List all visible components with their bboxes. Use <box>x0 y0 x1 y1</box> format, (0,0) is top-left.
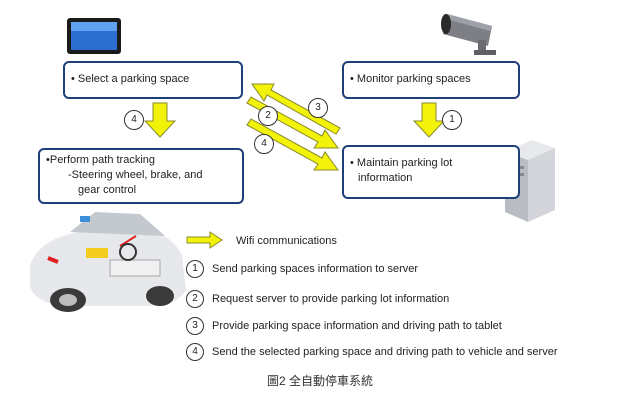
security-camera-icon <box>441 14 496 55</box>
maintain-parking-info-line-1: • Maintain parking lot <box>350 157 453 169</box>
arrow-tablet-to-vehicle-server <box>246 118 339 171</box>
arrow-number-4-select: 4 <box>124 110 144 130</box>
legend-number-4: 4 <box>186 343 204 361</box>
arrow-monitor-to-maintain <box>412 102 446 138</box>
maintain-parking-info-box: • Maintain parking lot information <box>342 145 520 199</box>
legend-number-3: 3 <box>186 317 204 335</box>
legend-wifi: Wifi communications <box>236 231 337 251</box>
legend-text-4: Send the selected parking space and driv… <box>212 346 558 358</box>
path-tracking-detail-1: -Steering wheel, brake, and <box>68 169 203 181</box>
arrow-number-3: 3 <box>308 98 328 118</box>
select-parking-space-label: • Select a parking space <box>71 73 190 85</box>
path-tracking-title: •Perform path tracking <box>46 154 156 166</box>
path-tracking-box: •Perform path tracking -Steering wheel, … <box>38 148 244 204</box>
maintain-parking-info-line-2: information <box>358 172 413 184</box>
legend-text-3: Provide parking space information and dr… <box>212 320 502 332</box>
path-tracking-detail-2: gear control <box>78 184 137 196</box>
arrow-server-to-tablet <box>251 83 341 135</box>
monitor-parking-spaces-box: • Monitor parking spaces <box>342 61 520 99</box>
legend-text-1: Send parking spaces information to serve… <box>212 263 419 275</box>
monitor-parking-spaces-label: • Monitor parking spaces <box>350 73 471 85</box>
arrow-number-4-vehicle: 4 <box>254 134 274 154</box>
wifi-arrow-legend-icon <box>186 231 223 249</box>
legend-text-2: Request server to provide parking lot in… <box>212 293 450 305</box>
legend-item-1: 1 Send parking spaces information to ser… <box>186 259 418 279</box>
legend-number-1: 1 <box>186 260 204 278</box>
legend-number-2: 2 <box>186 290 204 308</box>
tablet-icon <box>67 18 121 54</box>
arrow-number-1: 1 <box>442 110 462 130</box>
figure-caption: 圖2 全自動停車系統 <box>266 374 373 388</box>
legend-wifi-label: Wifi communications <box>236 235 337 247</box>
select-parking-space-box: • Select a parking space <box>63 61 243 99</box>
autonomous-vehicle-icon <box>30 212 186 312</box>
legend-item-3: 3 Provide parking space information and … <box>186 316 502 336</box>
legend-item-2: 2 Request server to provide parking lot … <box>186 289 449 309</box>
arrow-select-to-path <box>143 102 177 138</box>
arrow-number-2: 2 <box>258 106 278 126</box>
legend-item-4: 4 Send the selected parking space and dr… <box>186 342 558 362</box>
